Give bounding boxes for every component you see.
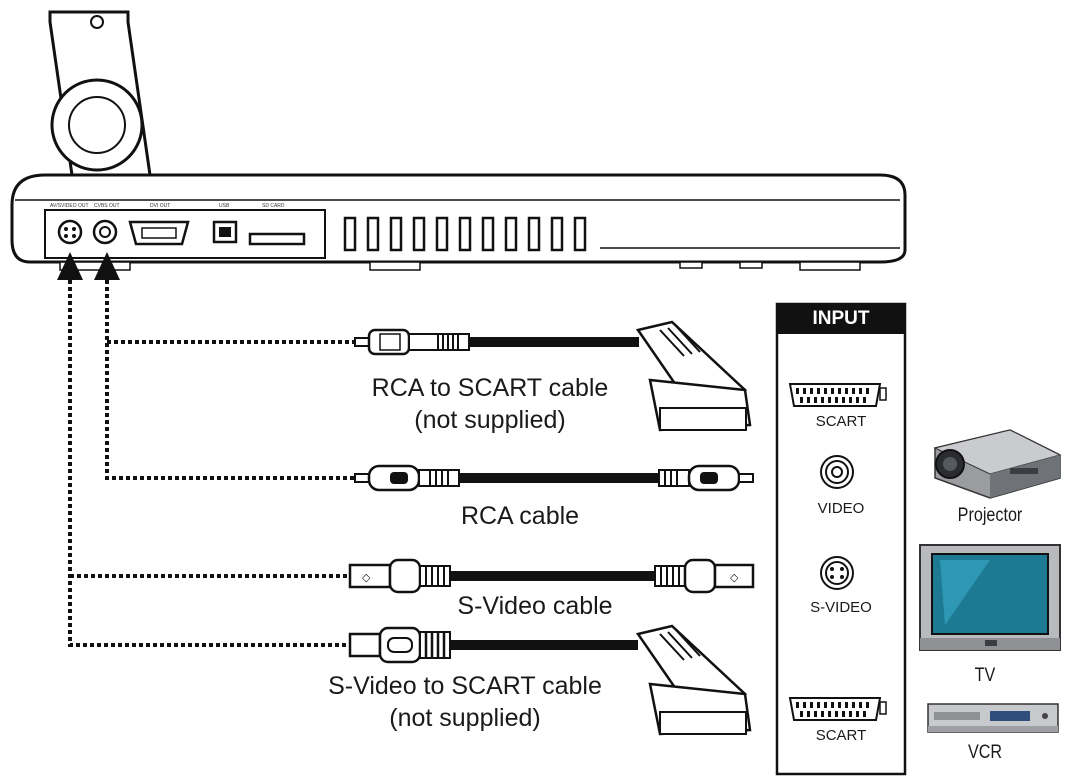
rca-to-scart-cable	[354, 320, 752, 432]
svg-text:◇: ◇	[362, 571, 371, 584]
scart-connector	[788, 383, 887, 407]
vcr-icon	[927, 703, 1059, 733]
cable-label-svideo: S-Video cable	[457, 592, 613, 620]
port-label-usb: USB	[219, 203, 230, 209]
input-port-video: VIDEO	[817, 500, 865, 517]
input-port-scart-1: SCART	[815, 413, 867, 430]
projector-icon	[933, 429, 1062, 499]
cable-label-rca: RCA cable	[460, 502, 580, 530]
port-label-av-svideo-out: AV/SVIDEO OUT	[50, 203, 89, 209]
scart-connector	[788, 697, 887, 721]
cable-note-svideo-to-scart: (not supplied)	[389, 704, 541, 732]
svg-text:◇: ◇	[730, 571, 739, 584]
arrow-up-icon	[57, 252, 83, 280]
port-label-sd-card: SD CARD	[262, 203, 285, 209]
device-label-vcr: VCR	[967, 742, 1003, 763]
visualizer-device	[10, 10, 907, 271]
device-label-projector: Projector	[957, 505, 1023, 526]
svideo-cable: ◇ ◇	[348, 558, 755, 594]
port-label-cvbs-out: CVBS OUT	[94, 203, 120, 209]
tv-icon	[919, 544, 1061, 651]
arrow-up-icon	[94, 252, 120, 280]
input-port-scart-2: SCART	[815, 727, 867, 744]
input-panel-title: INPUT	[777, 304, 905, 334]
device-label-tv: TV	[974, 665, 996, 686]
cable-label-svideo-to-scart: S-Video to SCART cable	[328, 672, 602, 700]
rca-cable	[354, 464, 754, 492]
rca-jack-icon	[820, 455, 854, 489]
signal-lines	[68, 280, 355, 647]
port-label-dvi-out: DVI OUT	[150, 203, 171, 209]
svideo-jack-icon	[820, 556, 854, 590]
svideo-to-scart-cable	[348, 624, 752, 736]
cable-label-rca-to-scart: RCA to SCART cable	[371, 374, 609, 402]
input-port-svideo: S-VIDEO	[810, 599, 872, 616]
cable-note-rca-to-scart: (not supplied)	[414, 406, 566, 434]
input-panel	[775, 302, 907, 776]
